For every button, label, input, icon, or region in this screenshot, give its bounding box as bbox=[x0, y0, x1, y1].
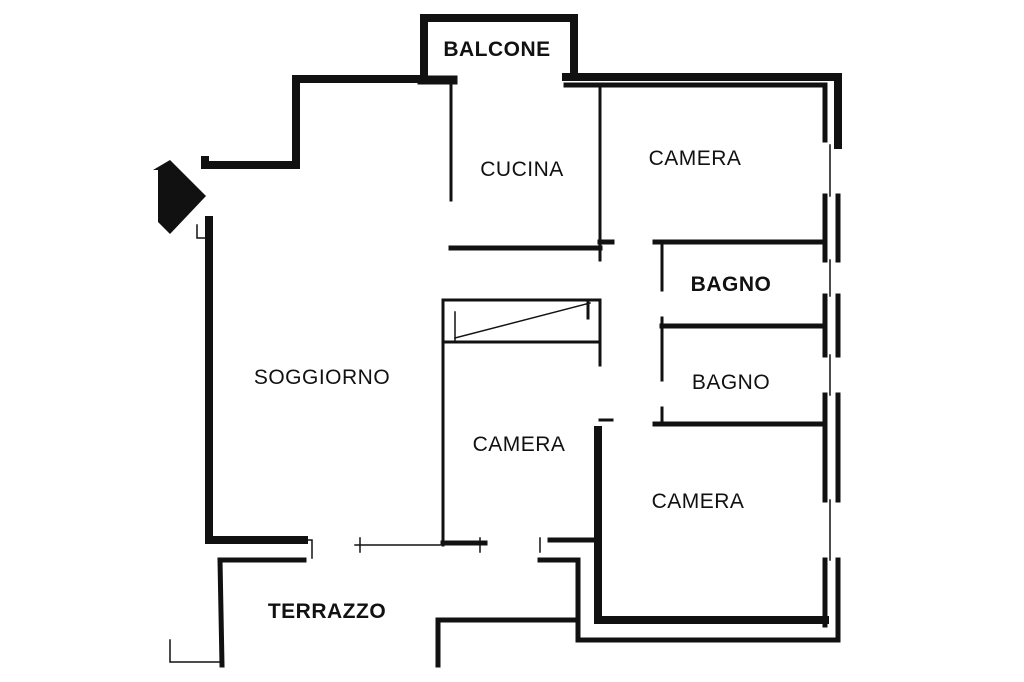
room-label-balcone: BALCONE bbox=[443, 38, 550, 61]
room-label-soggiorno: SOGGIORNO bbox=[254, 366, 390, 389]
room-label-cucina: CUCINA bbox=[480, 158, 564, 181]
interior-walls bbox=[299, 80, 828, 559]
room-label-camera-right: CAMERA bbox=[652, 490, 745, 513]
room-label-terrazzo: TERRAZZO bbox=[268, 600, 386, 623]
room-label-bagno-1: BAGNO bbox=[691, 273, 772, 296]
entrance-arrow-icon bbox=[153, 160, 206, 234]
room-label-camera-top: CAMERA bbox=[649, 147, 742, 170]
room-label-bagno-2: BAGNO bbox=[692, 371, 770, 394]
room-label-camera-middle: CAMERA bbox=[473, 433, 566, 456]
outer-walls bbox=[169, 14, 842, 668]
